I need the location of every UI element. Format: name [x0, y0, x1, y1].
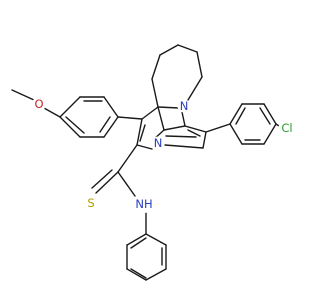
bond	[117, 144, 138, 173]
atom-label-S1: S	[87, 196, 94, 210]
bond	[151, 54, 161, 80]
bond	[157, 106, 180, 109]
bond	[187, 129, 201, 137]
atom-label-N1: N	[180, 99, 189, 113]
bond	[117, 171, 136, 197]
bond	[229, 123, 243, 145]
bond	[59, 116, 81, 138]
bond	[59, 96, 81, 118]
bond	[165, 135, 197, 138]
bond	[275, 123, 280, 127]
atom-label-Cl1: Cl	[281, 121, 292, 135]
bond	[141, 106, 159, 120]
atom-nitrogen-1: N	[177, 99, 191, 113]
bond	[43, 107, 61, 118]
atom-label-N2: N	[154, 136, 163, 150]
atom-oxygen: O	[32, 97, 46, 111]
bond	[159, 44, 179, 56]
bond	[202, 131, 207, 149]
bond	[145, 233, 167, 246]
bond	[126, 233, 147, 246]
bond	[136, 144, 153, 150]
bond	[205, 123, 231, 133]
atom-sulfur: S	[84, 196, 98, 210]
molecule-structure: O N N NH S Cl	[11, 44, 296, 281]
bond	[177, 44, 198, 53]
bond	[263, 123, 277, 145]
atom-label-layer: O N N NH S Cl	[32, 97, 296, 213]
bond	[11, 89, 35, 101]
bond	[117, 116, 143, 120]
atom-label-NH: NH	[135, 197, 152, 211]
atom-amide-nh: NH	[135, 195, 153, 213]
bond	[99, 116, 111, 133]
atom-nitrogen-2: N	[151, 136, 165, 150]
bond	[145, 268, 167, 281]
bond	[163, 125, 186, 131]
bond	[151, 78, 159, 108]
bond	[95, 171, 119, 194]
bond-layer	[11, 44, 280, 281]
bond	[103, 116, 119, 138]
atom-chlorine: Cl	[278, 119, 296, 137]
bond	[263, 103, 277, 125]
bond	[181, 111, 186, 127]
bond	[157, 106, 165, 131]
bond	[187, 76, 203, 101]
bond	[259, 107, 271, 125]
bond	[91, 169, 113, 189]
bond	[126, 268, 147, 281]
atom-label-O1: O	[34, 97, 43, 111]
bond	[130, 237, 147, 249]
bond	[184, 125, 207, 133]
bond	[235, 107, 246, 125]
bond	[196, 51, 203, 78]
bond	[139, 124, 146, 142]
bond	[164, 144, 204, 149]
bond	[130, 268, 147, 279]
bond	[65, 116, 85, 134]
bond	[136, 118, 143, 146]
bond	[229, 103, 243, 125]
bond	[103, 96, 119, 118]
